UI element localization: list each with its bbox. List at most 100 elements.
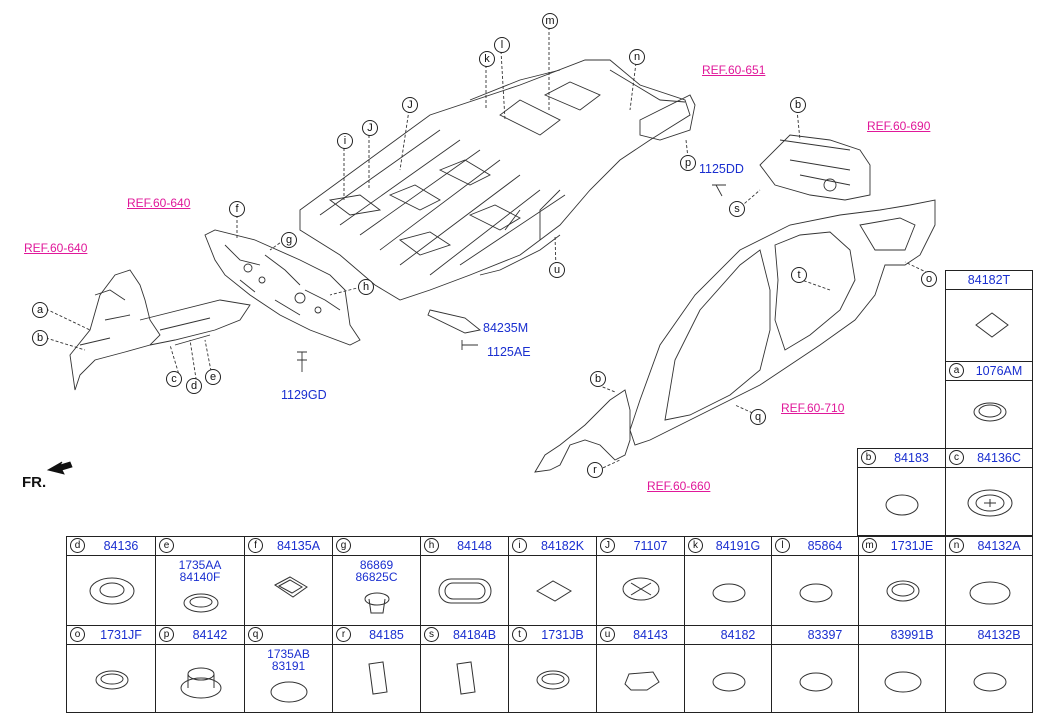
legend-cell-t[interactable]: t 1731JB [508, 625, 597, 713]
legend-cell-c[interactable]: c 84136C [945, 448, 1033, 536]
legend-cell-b[interactable]: b 84183 [857, 448, 946, 536]
callout-a: a [32, 302, 48, 318]
legend-code: 84148 [457, 539, 492, 553]
legend-letter: t [512, 627, 527, 642]
legend-cell-a[interactable]: a 1076AM [945, 361, 1033, 449]
floor-pan-outline [299, 59, 691, 301]
side-outer-panel [629, 199, 936, 446]
legend-code-line1: 1735AB [267, 647, 310, 661]
legend-cell-k[interactable]: k 84191G [684, 536, 772, 626]
legend-cell-p[interactable]: p 84142 [155, 625, 245, 713]
legend-cell-g[interactable]: g 86869 86825C [332, 536, 421, 626]
callout-d: d [186, 378, 202, 394]
legend-cell-84132B[interactable]: 84132B [945, 625, 1033, 713]
plug-icon [973, 402, 1007, 422]
callout-t: t [791, 267, 807, 283]
legend-code: 85864 [807, 539, 843, 553]
legend-cell-84182[interactable]: 84182 [684, 625, 772, 713]
plug-icon [975, 312, 1009, 338]
callout-b-fender: b [590, 371, 606, 387]
legend-letter: e [159, 538, 174, 553]
legend-cell-q[interactable]: q 1735AB 83191 [244, 625, 333, 713]
tape-icon [368, 661, 388, 695]
legend-cell-h[interactable]: h 84148 [420, 536, 509, 626]
plug-icon [885, 494, 919, 516]
callout-i: i [337, 133, 353, 149]
callout-f: f [229, 201, 245, 217]
front-direction-label: FR. [22, 474, 47, 491]
legend-cell-l[interactable]: l 85864 [771, 536, 859, 626]
legend-letter: g [336, 538, 351, 553]
callout-J-1: J [362, 120, 378, 136]
legend-letter: l [775, 538, 790, 553]
legend-cell-84182T[interactable]: 84182T [945, 270, 1033, 362]
callout-p: p [680, 155, 696, 171]
legend-cell-o[interactable]: o 1731JF [66, 625, 156, 713]
plug-icon [799, 583, 833, 603]
legend-letter: a [949, 363, 964, 378]
callout-o: o [921, 271, 937, 287]
callout-J-2: J [402, 97, 418, 113]
part-label-1125DD: 1125DD [699, 162, 744, 176]
legend-code-line2: 84140F [179, 570, 221, 584]
clip-icon [364, 592, 390, 614]
legend-code: 84136C [977, 451, 1021, 465]
callout-m: m [542, 13, 558, 29]
callout-b-rear: b [790, 97, 806, 113]
callout-c: c [166, 371, 182, 387]
plug-icon [438, 578, 492, 604]
legend-cell-n[interactable]: n 84132A [945, 536, 1033, 626]
legend-code: 84183 [894, 451, 929, 465]
plug-icon [180, 667, 222, 699]
plug-icon [274, 576, 308, 598]
plug-icon [536, 670, 570, 690]
legend-cell-f[interactable]: f 84135A [244, 536, 333, 626]
front-fender [534, 389, 631, 473]
callout-e: e [205, 369, 221, 385]
callout-h: h [358, 279, 374, 295]
legend-cell-r[interactable]: r 84185 [332, 625, 421, 713]
plug-icon [89, 577, 135, 605]
legend-cell-e[interactable]: e 1735AA 84140F [155, 536, 245, 626]
legend-letter: m [862, 538, 877, 553]
legend-code: 1731JB [541, 628, 584, 642]
plug-icon [270, 681, 308, 703]
ref-60-660[interactable]: REF.60-660 [647, 479, 711, 493]
legend-cell-d[interactable]: d 84136 [66, 536, 156, 626]
ref-60-690[interactable]: REF.60-690 [867, 119, 931, 133]
legend-cell-u[interactable]: u 84143 [596, 625, 685, 713]
part-label-1129GD: 1129GD [281, 388, 327, 402]
plug-icon [536, 580, 572, 602]
ref-60-710[interactable]: REF.60-710 [781, 401, 845, 415]
legend-code: 84135A [276, 539, 321, 553]
callout-u: u [549, 262, 565, 278]
legend-cell-m[interactable]: m 1731JE [858, 536, 946, 626]
legend-cell-J[interactable]: J 71107 [596, 536, 685, 626]
legend-letter: f [248, 538, 263, 553]
legend-letter: n [949, 538, 964, 553]
ref-60-640-dash[interactable]: REF.60-640 [127, 196, 191, 210]
plug-icon [712, 672, 746, 692]
part-label-1125AE: 1125AE [487, 345, 531, 359]
legend-cell-i[interactable]: i 84182K [508, 536, 597, 626]
callout-b-front: b [32, 330, 48, 346]
dash-panel-outline [204, 229, 361, 346]
legend-code: 84182 [720, 628, 756, 642]
plug-icon [967, 489, 1013, 517]
legend-cell-s[interactable]: s 84184B [420, 625, 509, 713]
legend-code: 84142 [192, 628, 228, 642]
legend-code: 84182T [967, 273, 1011, 287]
legend-cell-83991B[interactable]: 83991B [858, 625, 946, 713]
legend-code: 84136 [103, 539, 139, 553]
legend-code: 83991B [890, 628, 934, 642]
ref-60-651[interactable]: REF.60-651 [702, 63, 766, 77]
ref-60-640-front[interactable]: REF.60-640 [24, 241, 88, 255]
legend-letter: b [861, 450, 876, 465]
plug-icon [886, 580, 920, 602]
legend-cell-83397[interactable]: 83397 [771, 625, 859, 713]
legend-code: 84182K [540, 539, 585, 553]
callout-q: q [750, 409, 766, 425]
callout-l: l [494, 37, 510, 53]
